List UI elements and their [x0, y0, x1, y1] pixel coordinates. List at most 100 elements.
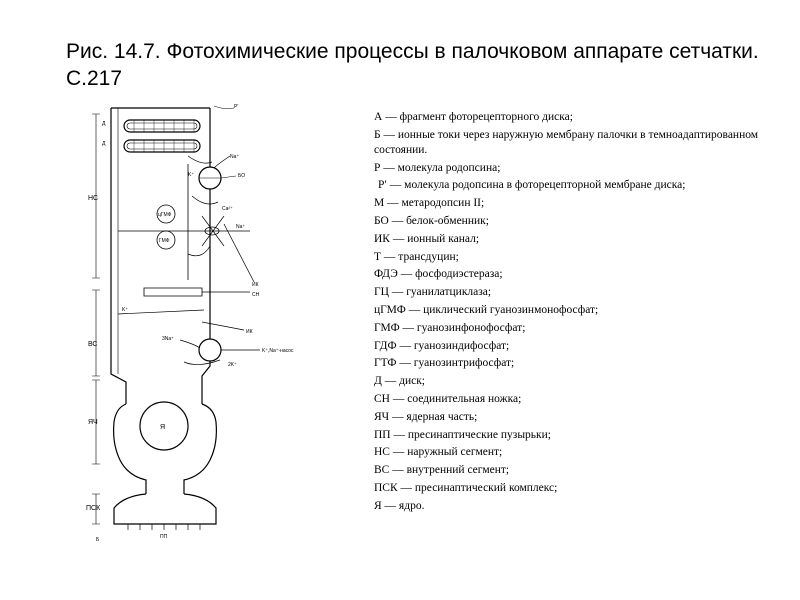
legend-separator: —: [389, 464, 407, 477]
label-2k: 2K⁺: [228, 362, 237, 368]
slide-title: Рис. 14.7. Фотохимические процессы в пал…: [66, 40, 759, 90]
label-ik-2: ИК: [246, 329, 253, 335]
legend-item: ВС — внутренний сегмент;: [374, 463, 784, 478]
label-ya-ch: ЯЧ: [88, 419, 98, 426]
legend-abbr: Т: [374, 250, 382, 263]
legend-abbr: БО: [374, 214, 389, 227]
legend-item: М — метародопсин II;: [374, 196, 784, 211]
label-p-prime: Р′: [234, 104, 238, 110]
legend-desc: ионные токи через наружную мембрану пало…: [374, 128, 759, 156]
legend-item: ПП — пресинаптические пузырьки;: [374, 428, 784, 443]
label-sn: СН: [252, 292, 260, 298]
legend-abbr: Б: [374, 128, 381, 141]
legend-abbr: ГМФ: [374, 321, 400, 334]
legend-abbr: ЯЧ: [374, 410, 390, 423]
legend: А — фрагмент фоторецепторного диска; Б — …: [374, 110, 784, 517]
legend-abbr: ПП: [374, 428, 391, 441]
legend-separator: —: [388, 286, 407, 299]
legend-desc: метародопсин II;: [401, 197, 485, 210]
legend-item: БО — белок-обменник;: [374, 214, 784, 229]
legend-item: Т — трансдуцин;: [374, 250, 784, 265]
legend-abbr: НС: [374, 446, 390, 459]
legend-abbr: Д: [374, 375, 382, 388]
legend-desc: гуанилатциклаза;: [406, 286, 492, 299]
legend-abbr: ГТФ: [374, 357, 397, 370]
legend-separator: —: [380, 128, 398, 141]
legend-item: ЯЧ — ядерная часть;: [374, 410, 784, 425]
legend-desc: фрагмент фоторецепторного диска;: [399, 111, 573, 123]
nucleus: [139, 401, 189, 451]
legend-separator: —: [389, 392, 408, 405]
label-ya: Я: [160, 424, 165, 431]
legend-item: А — фрагмент фоторецепторного диска;: [374, 110, 784, 125]
legend-desc: ядро.: [398, 499, 425, 512]
legend-separator: —: [405, 303, 424, 316]
legend-abbr: ФДЭ: [374, 268, 398, 281]
label-na-ion: Na⁺: [236, 224, 245, 230]
legend-desc: наружный сегмент;: [407, 446, 503, 459]
legend-abbr: А: [374, 111, 383, 123]
legend-separator: —: [390, 428, 408, 441]
legend-abbr: Я: [374, 499, 382, 512]
legend-item: СН — соединительная ножка;: [374, 392, 784, 407]
legend-abbr: ВС: [374, 464, 390, 477]
legend-desc: пресинаптический комплекс;: [414, 481, 558, 494]
legend-item: ГТФ — гуанозинтрифосфат;: [374, 356, 784, 371]
legend-desc: молекула родопсина в фоторецепторной мем…: [404, 179, 686, 192]
legend-separator: —: [384, 197, 402, 210]
label-k-ion: K⁺: [188, 172, 194, 178]
label-na-k: Na⁺: [230, 154, 239, 160]
legend-abbr: М: [374, 197, 385, 210]
legend-separator: —: [397, 481, 415, 494]
legend-separator: —: [389, 232, 408, 245]
legend-item: ИК — ионный канал;: [374, 232, 784, 247]
legend-separator: —: [389, 410, 407, 423]
legend-abbr: СН: [374, 392, 390, 405]
legend-abbr: Р: [374, 161, 381, 174]
legend-desc: ядерная часть;: [406, 410, 478, 423]
legend-separator: —: [382, 111, 400, 123]
legend-desc: ионный канал;: [407, 232, 480, 245]
legend-abbr: цГМФ: [374, 303, 406, 316]
legend-desc: диск;: [399, 375, 426, 388]
label-bo: БО: [238, 173, 245, 179]
photoreceptor-disk: [123, 119, 201, 133]
legend-desc: гуанозинтрифосфат;: [413, 357, 515, 370]
photoreceptor-disk: [123, 139, 201, 153]
legend-separator: —: [397, 268, 416, 281]
legend-abbr: ИК: [374, 232, 390, 245]
legend-separator: —: [396, 339, 414, 352]
rod-cell-diagram: Д Д Р′ Na⁺ K⁺ БО Ca²⁺ цГМФ ГМФ Na⁺ НС ИК…: [84, 104, 374, 546]
legend-item: цГМФ — циклический гуанозинмонофосфат;: [374, 303, 784, 318]
legend-abbr: ПСК: [374, 481, 398, 494]
label-cgmp: цГМФ: [158, 212, 172, 218]
label-disk-a: Д: [102, 121, 106, 127]
legend-desc: циклический гуанозинмонофосфат;: [423, 303, 599, 316]
label-3na: 3Na⁺: [162, 336, 174, 342]
label-gmp: ГМФ: [159, 238, 170, 244]
legend-separator: —: [388, 214, 407, 227]
legend-abbr: ГЦ: [374, 286, 389, 299]
label-disk-b: Д: [102, 141, 106, 147]
legend-separator: —: [380, 161, 398, 174]
legend-separator: —: [381, 250, 399, 263]
legend-item: ПСК — пресинаптический комплекс;: [374, 481, 784, 496]
legend-separator: —: [381, 375, 400, 388]
label-pump: K⁺,Na⁺-насос: [262, 348, 294, 354]
legend-item: Я — ядро.: [374, 499, 784, 514]
legend-separator: —: [386, 179, 405, 192]
legend-abbr: ГДФ: [374, 339, 397, 352]
legend-separator: —: [399, 321, 417, 334]
label-k-ion-2: K⁺: [122, 307, 128, 313]
legend-item: ГМФ — гуанозинфонофосфат;: [374, 321, 784, 336]
legend-desc: гуанозинфонофосфат;: [416, 321, 526, 334]
legend-desc: гуанозиндифосфат;: [413, 339, 510, 352]
legend-desc: фосфодиэстераза;: [415, 268, 503, 281]
legend-separator: —: [396, 357, 414, 370]
legend-abbr: Р′: [378, 179, 387, 192]
ion-pump: [198, 338, 222, 362]
label-ik-1: ИК: [252, 282, 259, 288]
label-vs: ВС: [88, 341, 98, 348]
legend-item: Б — ионные токи через наружную мембрану …: [374, 128, 784, 158]
label-b: Б: [96, 537, 100, 543]
